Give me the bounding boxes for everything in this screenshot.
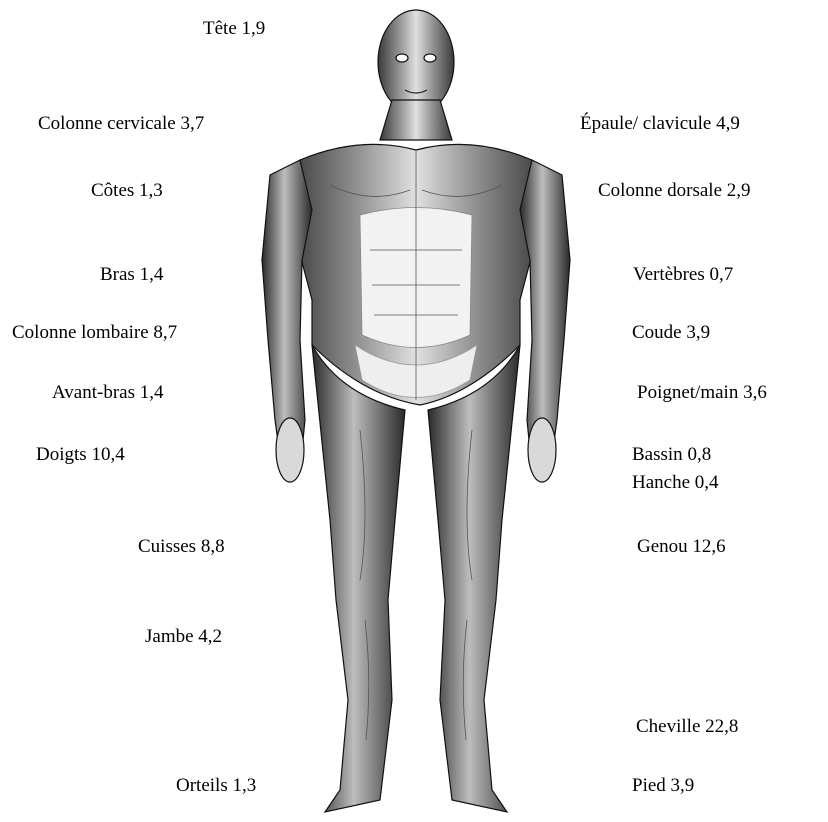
label-name: Orteils (176, 775, 228, 796)
label-name: Cheville (636, 716, 700, 737)
label-poignet-main: Poignet/main 3,6 (637, 382, 767, 404)
label-name: Bassin (632, 444, 683, 465)
label-value: 8,8 (201, 536, 225, 557)
label-hanche: Hanche 0,4 (632, 472, 719, 494)
label-value: 1,9 (242, 18, 266, 39)
label-coude: Coude 3,9 (632, 322, 710, 344)
label-name: Côtes (91, 180, 134, 201)
label-name: Hanche (632, 472, 690, 493)
label-value: 4,2 (198, 626, 222, 647)
label-value: 8,7 (153, 322, 177, 343)
label-genou: Genou 12,6 (637, 536, 726, 558)
label-cheville: Cheville 22,8 (636, 716, 738, 738)
label-jambe: Jambe 4,2 (145, 626, 222, 648)
left-hand (276, 418, 304, 482)
label-name: Bras (100, 264, 135, 285)
label-value: 0,4 (695, 472, 719, 493)
label-epaule-clavicule: Épaule/ clavicule 4,9 (580, 113, 740, 135)
right-leg (428, 345, 520, 812)
label-doigts: Doigts 10,4 (36, 444, 125, 466)
label-orteils: Orteils 1,3 (176, 775, 256, 797)
label-value: 0,7 (710, 264, 734, 285)
label-name: Jambe (145, 626, 194, 647)
label-value: 1,3 (139, 180, 163, 201)
label-name: Colonne cervicale (38, 113, 176, 134)
label-colonne-lombaire: Colonne lombaire 8,7 (12, 322, 177, 344)
label-name: Tête (203, 18, 237, 39)
label-value: 12,6 (692, 536, 725, 557)
label-vertebres: Vertèbres 0,7 (633, 264, 733, 286)
label-value: 1,3 (232, 775, 256, 796)
label-value: 1,4 (140, 382, 164, 403)
label-value: 1,4 (140, 264, 164, 285)
label-name: Poignet/main (637, 382, 738, 403)
label-bras: Bras 1,4 (100, 264, 163, 286)
label-cuisses: Cuisses 8,8 (138, 536, 225, 558)
label-name: Avant-bras (52, 382, 135, 403)
label-value: 3,6 (743, 382, 767, 403)
right-hand (528, 418, 556, 482)
label-colonne-cervicale: Colonne cervicale 3,7 (38, 113, 204, 135)
label-name: Genou (637, 536, 688, 557)
label-name: Colonne dorsale (598, 180, 722, 201)
label-name: Épaule/ clavicule (580, 113, 711, 134)
label-value: 3,7 (180, 113, 204, 134)
label-name: Cuisses (138, 536, 196, 557)
label-tete: Tête 1,9 (203, 18, 265, 40)
label-value: 4,9 (716, 113, 740, 134)
label-cotes: Côtes 1,3 (91, 180, 163, 202)
left-leg (312, 345, 405, 812)
label-bassin: Bassin 0,8 (632, 444, 711, 466)
head (378, 10, 454, 114)
label-name: Pied (632, 775, 666, 796)
label-avant-bras: Avant-bras 1,4 (52, 382, 164, 404)
label-name: Doigts (36, 444, 87, 465)
label-value: 3,9 (671, 775, 695, 796)
label-value: 0,8 (687, 444, 711, 465)
body-silhouette (262, 10, 570, 812)
label-value: 2,9 (727, 180, 751, 201)
label-pied: Pied 3,9 (632, 775, 694, 797)
label-value: 22,8 (705, 716, 738, 737)
neck (380, 100, 452, 140)
label-colonne-dorsale: Colonne dorsale 2,9 (598, 180, 751, 202)
label-value: 3,9 (686, 322, 710, 343)
label-name: Colonne lombaire (12, 322, 149, 343)
label-name: Vertèbres (633, 264, 705, 285)
label-value: 10,4 (91, 444, 124, 465)
label-name: Coude (632, 322, 682, 343)
